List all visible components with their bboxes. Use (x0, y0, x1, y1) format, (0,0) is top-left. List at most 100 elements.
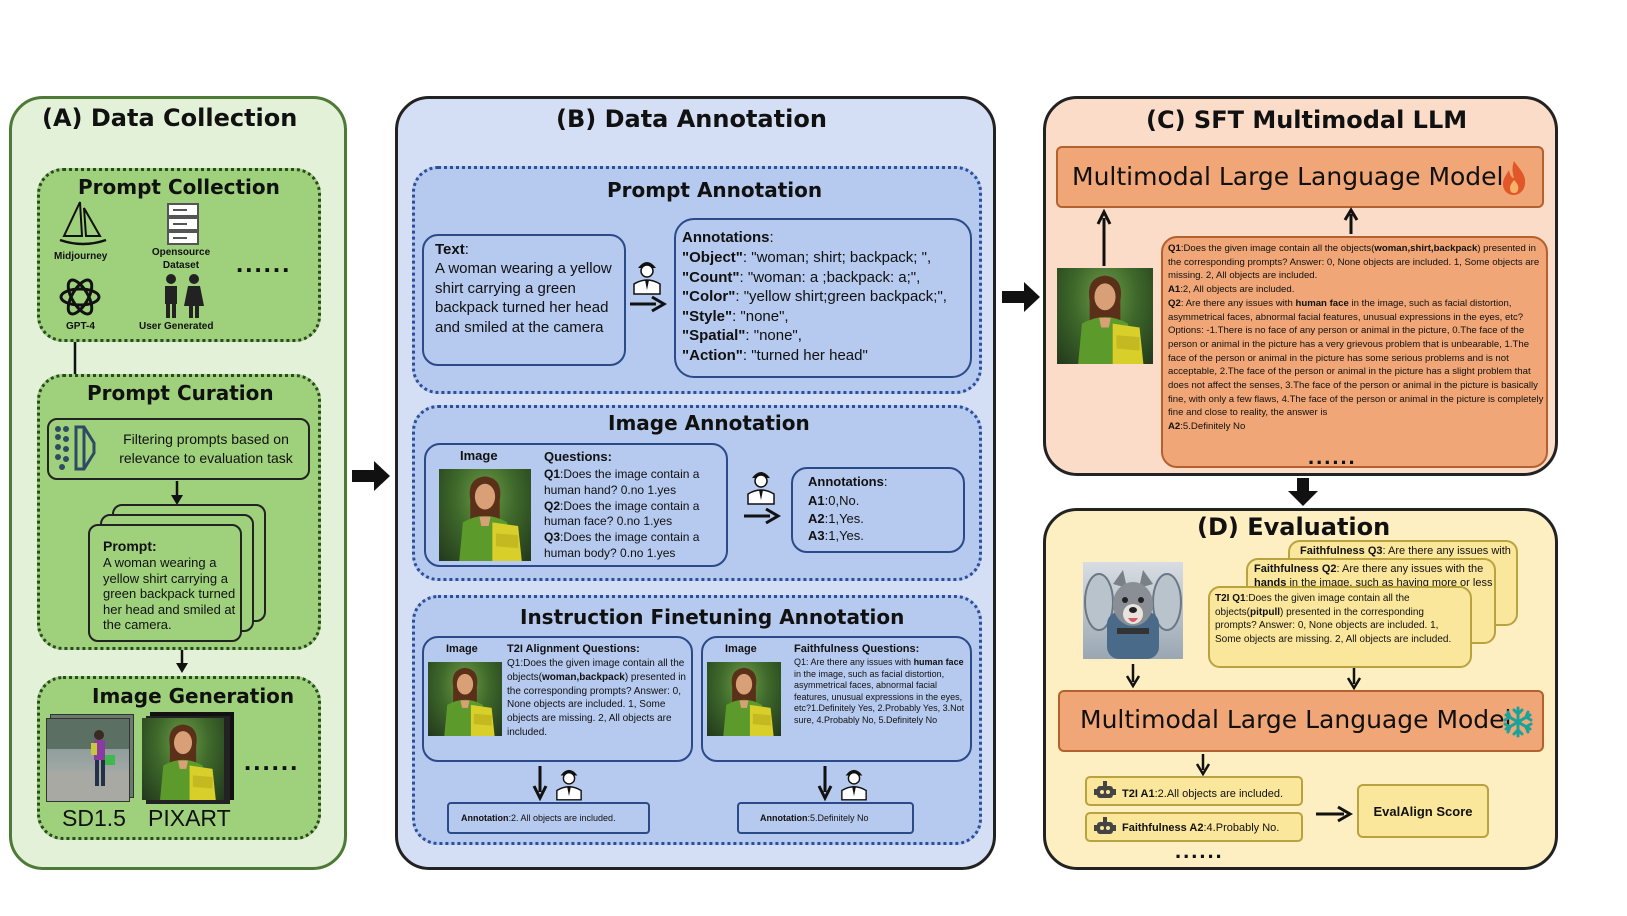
answer-t2i-box (1085, 776, 1303, 806)
more-sources-ellipsis: ...... (236, 248, 292, 278)
image-annotation-title: Image Annotation (608, 411, 810, 435)
filter-step-box (47, 418, 310, 480)
arrow-dog-to-model (1125, 664, 1141, 689)
more-answers-ellipsis: ...... (1175, 838, 1224, 863)
annotation-row: "Action": "turned her head" (682, 346, 868, 364)
card3-text: Faithfulness Q3: Are there any issues wi… (1300, 545, 1511, 557)
annotation-row: "Spatial": "none", (682, 327, 802, 345)
annotator-icon (556, 769, 582, 801)
faithfulness-question-text: Q1: Are there any issues with human face… (794, 657, 965, 725)
snowflake-icon (1503, 706, 1533, 738)
model-sd15-label: SD1.5 (62, 805, 126, 831)
prompt-annotation-text: A woman wearing a yellow shirt carrying … (435, 260, 612, 337)
arrow-qa-to-model (1343, 207, 1359, 234)
eval-model-box (1058, 690, 1544, 752)
image-answers-box (791, 467, 965, 553)
evalalign-score-label: EvalAlign Score (1373, 804, 1473, 819)
question-row: Q3:Does the image contain a human body? … (544, 530, 700, 560)
sft-qa-box (1161, 236, 1548, 468)
eval-model-label: Multimodal Large Language Model (1080, 705, 1512, 734)
annotation-row: "Color": "yellow shirt;green backpack;", (682, 288, 947, 306)
robot-icon (1094, 817, 1116, 834)
answer-faithfulness-text: Faithfulness A2:4.Probably No. (1122, 822, 1280, 834)
walking-woman-figure (47, 719, 129, 801)
image-generation-title: Image Generation (92, 684, 295, 708)
faithfulness-image-label: Image (725, 643, 757, 655)
answer-row: A3:1,Yes. (808, 528, 864, 543)
image-annotations-label: Annotations (808, 474, 884, 489)
model-pixart-label: PIXART (148, 805, 231, 831)
filter-funnel-icon (55, 425, 96, 471)
sft-model-box (1056, 146, 1544, 208)
pixart-generated-image (142, 718, 224, 800)
arrow-curation-to-generation (176, 650, 188, 673)
arrow-b-to-c (1002, 282, 1040, 312)
faithfulness-annotation-box (737, 802, 914, 834)
arrow-questions-to-answers (744, 507, 781, 525)
panel-b-title: (B) Data Annotation (556, 105, 827, 133)
annotator-icon (841, 769, 867, 801)
panel-d-title: (D) Evaluation (1197, 513, 1391, 541)
panel-a-title: (A) Data Collection (42, 104, 298, 132)
annotation-row: "Object": "woman; shirt; backpack; ", (682, 249, 932, 266)
annotator-icon (633, 262, 661, 295)
arrow-t2i-down (532, 766, 548, 802)
woman-with-backpack-figure (160, 724, 216, 800)
source-opensource-dataset: Opensource Dataset (151, 247, 211, 271)
answers-list: A1:0,No. A2:1,Yes. A3:1,Yes. (808, 492, 864, 545)
more-models-ellipsis: ...... (244, 746, 300, 776)
t2i-annotation-box (447, 802, 650, 834)
prompt-annotations-label: Annotations (682, 229, 770, 246)
prompt-text: A woman wearing a yellow shirt carrying … (103, 555, 236, 632)
woman-with-backpack-figure (1078, 275, 1144, 364)
annotator-icon (747, 472, 775, 505)
openai-icon (59, 278, 101, 316)
woman-with-backpack-figure (723, 667, 774, 736)
arrow-text-to-annotations (630, 295, 667, 313)
image-annotations-label-row: Annotations: (808, 474, 888, 489)
prompt-card (88, 524, 242, 642)
arrow-a-to-b (352, 461, 390, 491)
t2i-annotation-text: Annotation:2. All objects are included. (461, 813, 616, 823)
annotation-row: "Style": "none", (682, 307, 789, 325)
faithfulness-questions-title: Faithfulness Questions: (794, 643, 920, 655)
t2i-questions-title: T2I Alignment Questions: (507, 643, 640, 655)
arrow-image-to-model (1096, 208, 1112, 266)
source-midjourney: Midjourney (54, 251, 108, 262)
arrow-faithfulness-down (817, 766, 833, 802)
evalalign-score-box (1357, 784, 1489, 838)
card1-text: T2I Q1:Does the given image contain all … (1215, 593, 1452, 645)
annotation-row: "Count": "woman: a ;backpack: a;", (682, 268, 921, 286)
arrow-answers-to-score (1316, 805, 1353, 823)
panel-c-title: (C) SFT Multimodal LLM (1146, 106, 1468, 134)
prompt-collection-title: Prompt Collection (78, 175, 280, 199)
prompt-annotations-label-row: Annotations: (682, 229, 774, 246)
sft-model-label: Multimodal Large Language Model (1072, 162, 1504, 191)
prompt-label: Prompt: (103, 538, 157, 554)
filter-step-text: Filtering prompts based on relevance to … (119, 431, 293, 466)
woman-with-backpack-figure (459, 476, 522, 561)
text-label: Text (435, 241, 465, 258)
sft-qa-text: Q1:Does the given image contain all the … (1168, 243, 1544, 433)
t2i-question-text: Q1:Does the given image contain all the … (507, 658, 686, 738)
image-label: Image (460, 448, 498, 463)
midjourney-icon (59, 201, 107, 246)
pitbull-in-car-figure (1084, 570, 1182, 659)
dog-evaluation-image (1083, 562, 1183, 659)
arrow-model-to-answers (1195, 754, 1211, 777)
faithfulness-annotation-text: Annotation:5.Definitely No (760, 813, 869, 823)
annotated-image (439, 469, 531, 561)
questions-list: Q1:Does the image contain a human hand? … (544, 467, 722, 562)
prompt-text-box (422, 234, 626, 366)
answer-t2i-text: T2I A1:2.All objects are included. (1122, 788, 1284, 800)
eval-card-t2i-q1 (1208, 586, 1472, 668)
prompt-annotations-box (674, 218, 972, 378)
answer-row: A1:0,No. (808, 493, 860, 508)
source-gpt4: GPT-4 (66, 321, 95, 332)
prompt-annotations-list: "Object": "woman; shirt; backpack; ", "C… (682, 248, 970, 366)
question-row: Q1:Does the image contain a human hand? … (544, 467, 700, 497)
prompt-text-label-row: Text: (435, 241, 469, 258)
faithfulness-image (707, 662, 781, 736)
questions-label: Questions: (544, 449, 612, 464)
arrow-cards-to-model (1346, 668, 1362, 691)
